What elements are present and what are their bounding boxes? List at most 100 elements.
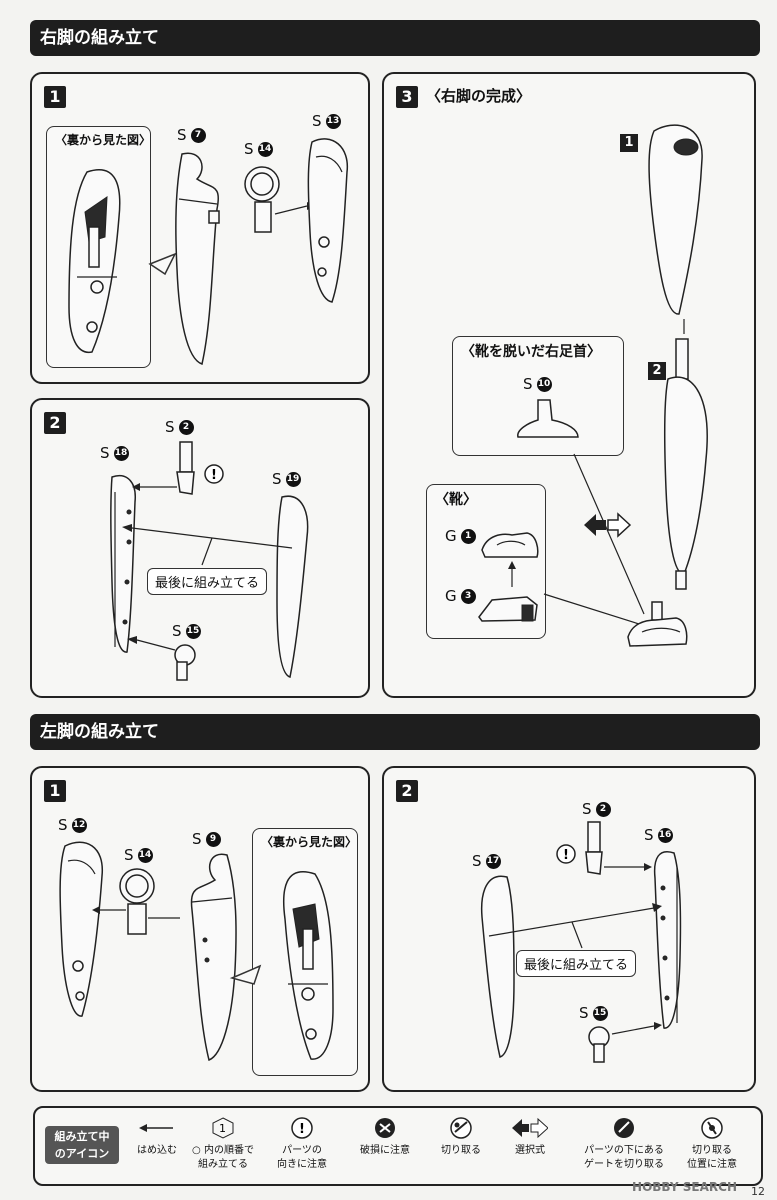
back-view-title: 〈裏から見た図〉 bbox=[55, 133, 152, 147]
part-letter: S bbox=[124, 846, 134, 864]
page-number: 12 bbox=[751, 1185, 765, 1198]
note-assemble-last: 最後に組み立てる bbox=[147, 568, 268, 595]
legend-label: ゲートを切り取る bbox=[584, 1159, 664, 1170]
legend-item-orientation: ! パーツの 向きに注意 bbox=[267, 1116, 337, 1172]
sub-assembly-1-label: 1 bbox=[620, 134, 638, 152]
legend-label: 位置に注意 bbox=[687, 1159, 737, 1170]
part-s15-illustration bbox=[127, 636, 196, 681]
callout-pointer bbox=[229, 964, 262, 985]
part-letter: S bbox=[58, 816, 68, 834]
double-arrow-icon bbox=[584, 512, 632, 538]
part-number: 13 bbox=[325, 114, 341, 129]
legend-item-selectable: 選択式 bbox=[505, 1116, 555, 1158]
legend-title-line1: 組み立て中 bbox=[54, 1130, 110, 1143]
part-letter: G bbox=[445, 527, 457, 545]
part-number: 1 bbox=[460, 529, 476, 544]
part-number: 15 bbox=[592, 1006, 608, 1021]
bare-foot-title: 〈靴を脱いだ右足首〉 bbox=[461, 344, 601, 360]
legend-label: ○ 内の順番で bbox=[192, 1145, 254, 1156]
insert-arrow bbox=[122, 524, 293, 566]
part-letter: S bbox=[177, 126, 187, 144]
icon-legend: 組み立て中 のアイコン はめ込む 1 ○ 内の順番で 組み立てる ! パーツの … bbox=[33, 1106, 763, 1186]
exclamation-icon: ! bbox=[563, 848, 569, 863]
finished-shoe-illustration bbox=[627, 601, 688, 647]
panel-title: 〈右脚の完成〉 bbox=[426, 87, 532, 105]
part-number: 15 bbox=[185, 624, 201, 639]
part-letter: S bbox=[192, 830, 202, 848]
part-s18-illustration bbox=[110, 475, 136, 653]
shoe-parts-illustration bbox=[478, 532, 539, 622]
part-letter: S bbox=[644, 826, 654, 844]
part-letter: S bbox=[272, 470, 282, 488]
part-number: 14 bbox=[137, 848, 153, 863]
part-number: 3 bbox=[460, 589, 476, 604]
part-s14-illustration bbox=[244, 166, 315, 233]
part-s15-illustration bbox=[588, 1022, 662, 1063]
legend-item-order: 1 ○ 内の順番で 組み立てる bbox=[185, 1116, 261, 1172]
step-number: 2 bbox=[396, 780, 418, 802]
legend-item-insert: はめ込む bbox=[127, 1116, 187, 1158]
legend-label: 向きに注意 bbox=[277, 1159, 327, 1170]
shoe-title: 〈靴〉 bbox=[435, 492, 477, 508]
part-s16-illustration bbox=[653, 851, 682, 1029]
cut-icon bbox=[450, 1117, 472, 1139]
section-title: 右脚の組み立て bbox=[40, 28, 159, 48]
part-letter: S bbox=[244, 140, 254, 158]
step-number: 1 bbox=[44, 780, 66, 802]
section-title: 左脚の組み立て bbox=[40, 722, 159, 742]
part-number: 12 bbox=[71, 818, 87, 833]
part-letter: S bbox=[165, 418, 175, 436]
part-letter: S bbox=[172, 622, 182, 640]
part-s17-illustration bbox=[480, 875, 515, 1058]
part-letter: S bbox=[312, 112, 322, 130]
callout-pointer bbox=[148, 252, 177, 276]
legend-label: 破損に注意 bbox=[360, 1145, 410, 1156]
legend-item-cut: 切り取る bbox=[433, 1116, 489, 1158]
cut-position-icon bbox=[701, 1117, 723, 1139]
part-number: 16 bbox=[657, 828, 673, 843]
legend-label: パーツの下にある bbox=[584, 1145, 664, 1156]
legend-title-line2: のアイコン bbox=[54, 1147, 110, 1160]
leg-back-view-illustration bbox=[68, 169, 121, 353]
section-header-left-leg: 左脚の組み立て bbox=[30, 714, 760, 750]
part-number: 19 bbox=[285, 472, 301, 487]
part-s2-illustration: ! bbox=[556, 821, 652, 875]
exclamation-icon: ! bbox=[211, 468, 217, 483]
legend-label: 切り取る bbox=[692, 1145, 732, 1156]
part-letter: S bbox=[579, 1004, 589, 1022]
part-letter: S bbox=[523, 375, 533, 393]
part-s2-illustration: ! bbox=[132, 441, 224, 495]
gate-cut-icon bbox=[614, 1118, 634, 1138]
part-number: 2 bbox=[595, 802, 611, 817]
part-number: 10 bbox=[536, 377, 552, 392]
arrow-left-icon bbox=[139, 1124, 173, 1132]
part-letter: S bbox=[100, 444, 110, 462]
part-s7-illustration bbox=[175, 152, 220, 365]
step-number: 1 bbox=[44, 86, 66, 108]
svg-text:1: 1 bbox=[219, 1122, 226, 1135]
legend-item-cut-position: 切り取る 位置に注意 bbox=[680, 1116, 744, 1172]
part-s9-illustration bbox=[190, 853, 237, 1062]
leader-lines bbox=[543, 453, 645, 625]
legend-label: パーツの bbox=[282, 1145, 322, 1156]
breakage-icon bbox=[375, 1118, 395, 1138]
part-letter: G bbox=[445, 587, 457, 605]
legend-label: はめ込む bbox=[137, 1145, 177, 1156]
part-number: 18 bbox=[113, 446, 129, 461]
section-header-right-leg: 右脚の組み立て bbox=[30, 20, 760, 56]
back-view-title: 〈裏から見た図〉 bbox=[261, 835, 358, 849]
